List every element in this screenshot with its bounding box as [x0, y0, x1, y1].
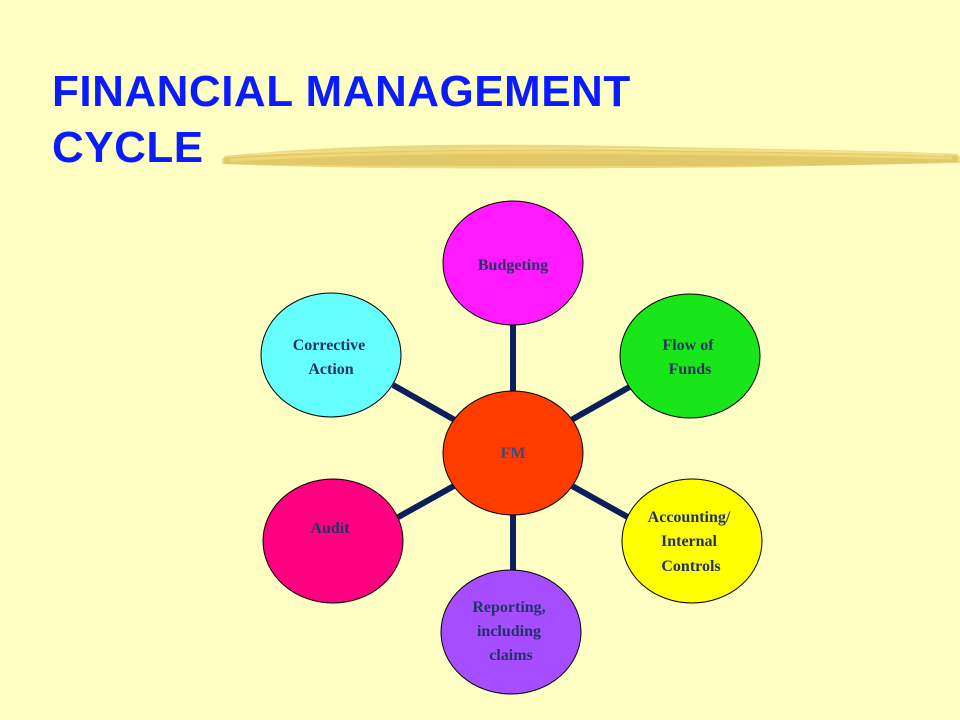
flow-of-funds-label-line-1: Flow of [662, 337, 714, 354]
slide-title-line-1: FINANCIAL MANAGEMENT [52, 67, 631, 116]
center-fm-label: FM [501, 445, 526, 462]
node-corrective-action: Corrective Action [260, 292, 402, 418]
accounting-internal-controls-label-line-2: Internal [661, 533, 718, 550]
node-accounting-internal-controls: Accounting/ Internal Controls [621, 478, 763, 604]
title-underline-brush [222, 144, 960, 169]
slide-title: FINANCIAL MANAGEMENT CYCLE [52, 64, 631, 176]
budgeting-label: Budgeting [478, 257, 548, 274]
reporting-circle [440, 569, 582, 695]
reporting-label-line-2: including [477, 623, 541, 640]
reporting-label: Reporting, including claims [472, 599, 549, 664]
corrective-action-label-line-1: Corrective [293, 337, 366, 354]
node-audit: Audit [262, 478, 404, 604]
flow-of-funds-label: Flow of Funds [662, 337, 717, 378]
slide-title-line-2: CYCLE [52, 123, 204, 172]
node-reporting: Reporting, including claims [440, 569, 582, 695]
center-fm-circle [442, 390, 584, 516]
node-flow-of-funds: Flow of Funds [619, 293, 761, 419]
flow-of-funds-circle [619, 293, 761, 419]
audit-circle [262, 478, 404, 604]
accounting-internal-controls-label-line-1: Accounting/ [648, 509, 731, 526]
audit-label-line-1: Audit [310, 520, 350, 537]
audit-label: Audit [310, 520, 350, 537]
reporting-label-line-3: claims [489, 647, 533, 664]
budgeting-label-line-1: Budgeting [478, 257, 548, 274]
flow-of-funds-label-line-2: Funds [669, 361, 712, 378]
corrective-action-label-line-2: Action [308, 361, 353, 378]
node-budgeting: Budgeting [442, 200, 584, 326]
accounting-internal-controls-label-line-3: Controls [661, 558, 720, 575]
budgeting-circle [442, 200, 584, 326]
node-center-fm: FM [442, 390, 584, 516]
corrective-action-label: Corrective Action [293, 337, 370, 378]
accounting-internal-controls-label: Accounting/ Internal Controls [648, 509, 735, 575]
corrective-action-circle [260, 292, 402, 418]
reporting-label-line-1: Reporting, [472, 599, 545, 616]
accounting-internal-controls-circle [621, 478, 763, 604]
